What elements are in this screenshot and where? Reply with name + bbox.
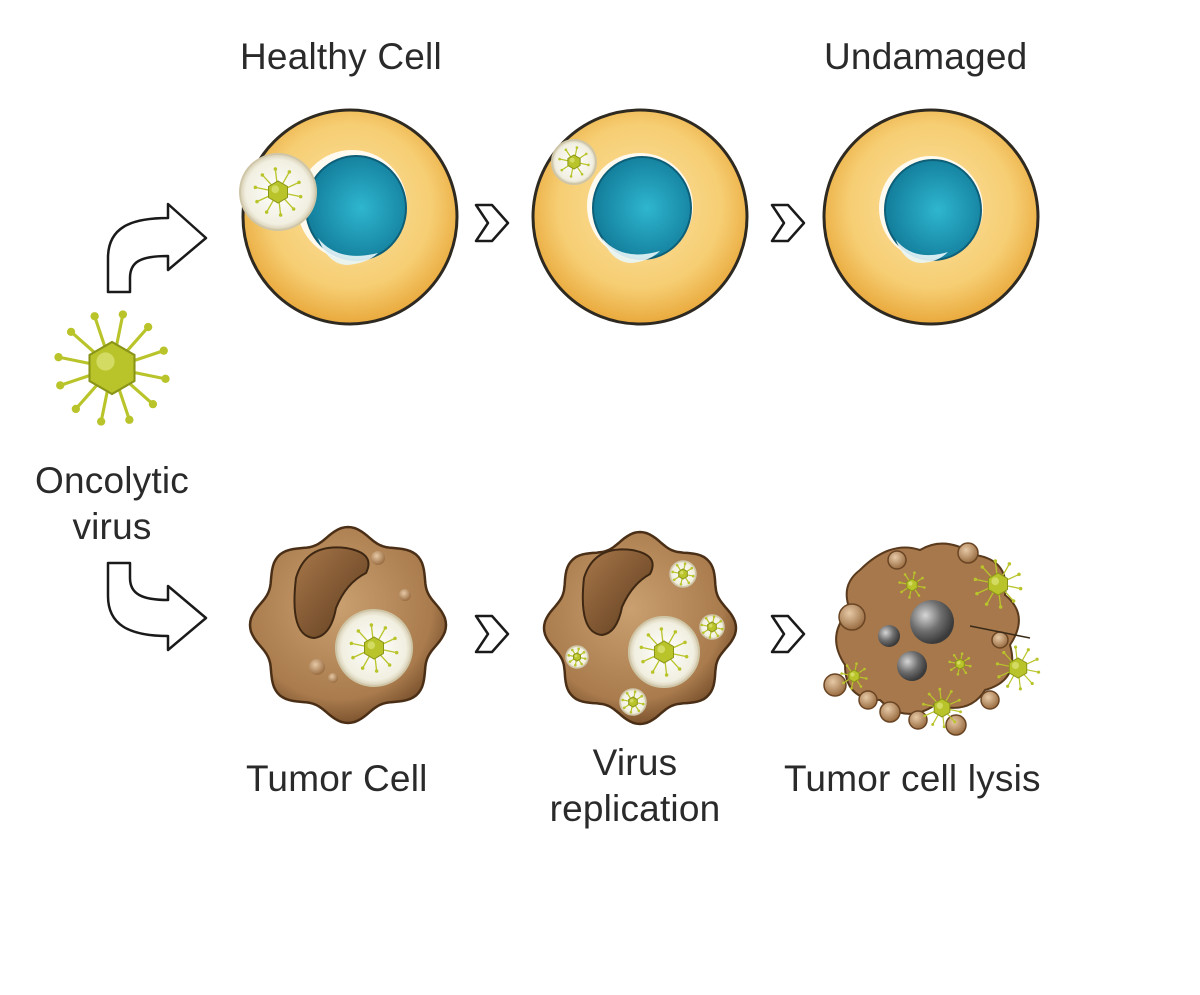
healthy-cell-2 [531,108,749,326]
oncolytic-virus-icon [54,310,170,426]
curved-arrow-down-icon [106,561,208,652]
virus-particle-icon [840,662,868,690]
process-arrow-icon [474,203,510,243]
virus-particle-icon [567,647,587,667]
curved-arrow-up-icon [106,202,208,294]
lysed-tumor-cell [823,542,1041,736]
tumor-cell-2 [542,530,738,726]
virus-particle-icon [639,627,689,677]
label-virus-replication: Virus replication [530,740,740,832]
label-oncolytic-line2: virus [72,506,152,547]
virus-particle-icon [558,146,590,178]
label-oncolytic-line1: Oncolytic [35,460,189,501]
virus-particle-icon [898,571,926,599]
virus-particle-icon [253,167,303,217]
healthy-cell-3 [822,108,1040,326]
tumor-cell-1 [248,525,448,725]
virus-particle-icon [995,645,1041,691]
virus-particle-icon [948,652,972,676]
virus-particle-icon [621,690,645,714]
label-undamaged: Undamaged [824,36,1028,77]
label-virus-replication-line1: Virus [592,742,678,783]
label-tumor-cell-lysis: Tumor cell lysis [784,758,1041,799]
healthy-cell-1 [239,108,459,326]
label-virus-replication-line2: replication [549,788,721,829]
process-arrow-icon [770,614,806,654]
process-arrow-icon [474,614,510,654]
virus-particle-icon [922,687,962,729]
virus-particle-icon [973,559,1023,609]
label-tumor-cell: Tumor Cell [246,758,428,799]
process-arrow-icon [770,203,806,243]
label-oncolytic-virus: Oncolytic virus [22,458,202,550]
virus-particle-icon [671,562,695,586]
label-healthy-cell: Healthy Cell [240,36,442,77]
virus-particle-icon [700,615,724,639]
virus-particle-icon [349,623,399,673]
